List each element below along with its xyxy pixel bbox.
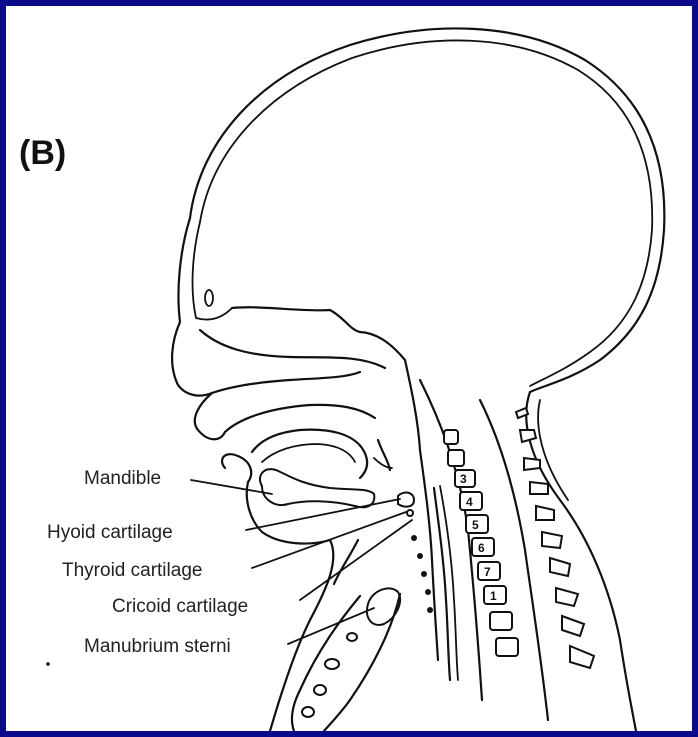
vertebra-num: 5 — [472, 518, 479, 532]
forehead — [172, 218, 212, 396]
skull-inner — [200, 40, 652, 386]
label-thyroid-cartilage: Thyroid cartilage — [62, 560, 202, 581]
upper-lip — [195, 393, 225, 439]
label-manubrium-sterni: Manubrium sterni — [84, 636, 231, 657]
mandible — [260, 469, 374, 507]
vertebra-num: 3 — [460, 472, 467, 486]
skull-outer — [190, 28, 664, 392]
vertebra-num: 1 — [490, 589, 497, 603]
nasal-floor — [232, 307, 405, 360]
orbit-mark — [205, 290, 213, 306]
throat-front — [270, 540, 333, 731]
hard-palate — [200, 330, 385, 368]
sternebra-3 — [314, 685, 326, 695]
cricoid — [407, 510, 413, 516]
figure-panel: (B) — [6, 6, 692, 731]
sternebra-4 — [302, 707, 314, 717]
head-neck-sagittal-diagram: 3 4 5 6 7 1 — [6, 6, 692, 731]
label-hyoid-cartilage: Hyoid cartilage — [47, 522, 173, 543]
vertebra-num: 7 — [484, 565, 491, 579]
label-cricoid-cartilage: Cricoid cartilage — [112, 596, 248, 617]
upper-teeth-ridge — [225, 405, 375, 432]
leader-manubrium — [288, 608, 374, 644]
tracheal-rings — [411, 535, 433, 613]
vertebra-num: 6 — [478, 541, 485, 555]
spinous-processes — [516, 408, 594, 668]
leader-cricoid — [300, 520, 412, 600]
sternebra-1 — [347, 633, 357, 641]
lower-lip — [222, 454, 251, 482]
tongue-inner — [262, 444, 355, 462]
speck — [46, 662, 50, 666]
leader-hyoid — [246, 499, 400, 530]
spine-back — [480, 400, 548, 720]
manubrium — [367, 588, 400, 624]
vertebra-num: 4 — [466, 495, 473, 509]
palate-upper — [212, 372, 360, 393]
label-mandible: Mandible — [84, 468, 161, 489]
sternebra-2 — [325, 659, 339, 669]
face-inner — [193, 222, 232, 320]
